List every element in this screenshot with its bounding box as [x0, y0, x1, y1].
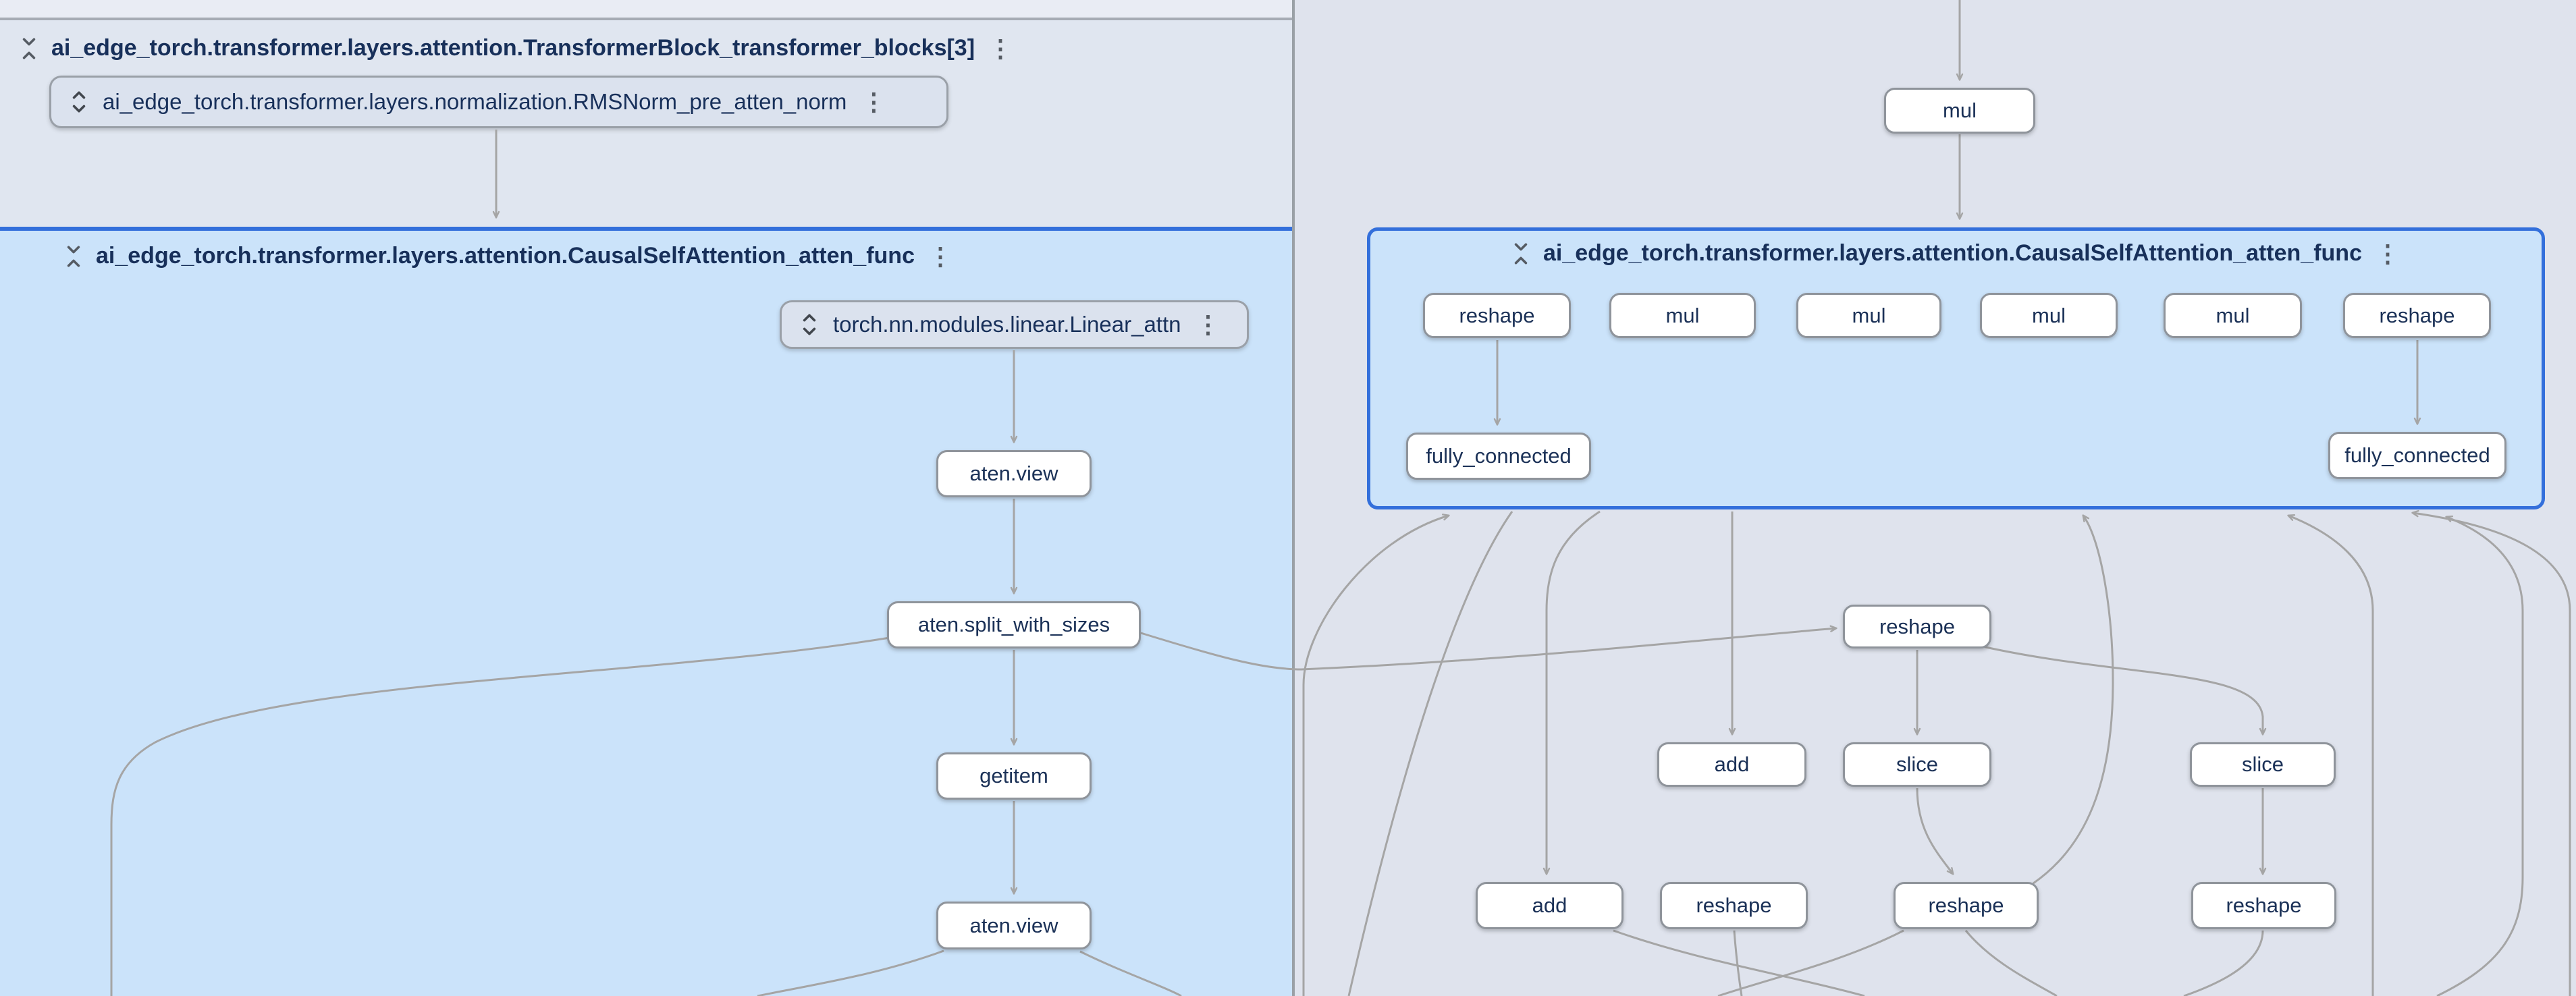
- group-border-divider: [1292, 0, 1295, 996]
- right-attention-panel-header[interactable]: ai_edge_torch.transformer.layers.attenti…: [1370, 240, 2542, 267]
- right-attention-panel-title: ai_edge_torch.transformer.layers.attenti…: [1543, 240, 2362, 266]
- op-node-add[interactable]: add: [1657, 742, 1806, 787]
- op-node-aten-view[interactable]: aten.view: [936, 902, 1092, 949]
- op-node-mul[interactable]: mul: [1609, 293, 1756, 338]
- op-node-add[interactable]: add: [1476, 882, 1624, 929]
- op-node-aten-view[interactable]: aten.view: [936, 450, 1092, 497]
- op-node-slice[interactable]: slice: [1843, 742, 1991, 787]
- more-vert-icon[interactable]: ⋮: [1196, 310, 1220, 338]
- op-node-fully-connected[interactable]: fully_connected: [2328, 432, 2506, 479]
- op-node-mul[interactable]: mul: [1796, 293, 1941, 338]
- unfold-more-icon[interactable]: [798, 312, 821, 337]
- op-node-mul[interactable]: mul: [1980, 293, 2118, 338]
- op-node-reshape[interactable]: reshape: [1894, 882, 2039, 929]
- unfold-more-icon[interactable]: [68, 90, 90, 114]
- more-vert-icon[interactable]: ⋮: [2375, 239, 2400, 267]
- more-vert-icon[interactable]: ⋮: [988, 34, 1013, 62]
- transformer-block-title: ai_edge_torch.transformer.layers.attenti…: [51, 35, 975, 61]
- op-node-slice[interactable]: slice: [2190, 742, 2336, 787]
- op-node-fully-connected[interactable]: fully_connected: [1406, 433, 1591, 480]
- op-node-mul[interactable]: mul: [1884, 88, 2035, 134]
- op-node-getitem[interactable]: getitem: [936, 752, 1092, 800]
- op-node-reshape[interactable]: reshape: [2343, 293, 2491, 338]
- left-attention-panel-title: ai_edge_torch.transformer.layers.attenti…: [96, 243, 915, 269]
- op-node-reshape[interactable]: reshape: [1660, 882, 1808, 929]
- layer-node-rmsnorm[interactable]: ai_edge_torch.transformer.layers.normali…: [49, 76, 948, 128]
- more-vert-icon[interactable]: ⋮: [861, 88, 886, 115]
- unfold-less-icon[interactable]: [18, 36, 41, 61]
- op-node-mul[interactable]: mul: [2164, 293, 2302, 338]
- layer-node-label: torch.nn.modules.linear.Linear_attn: [833, 312, 1181, 337]
- more-vert-icon[interactable]: ⋮: [928, 242, 952, 270]
- op-node-reshape[interactable]: reshape: [2191, 882, 2336, 929]
- transformer-block-header[interactable]: ai_edge_torch.transformer.layers.attenti…: [18, 35, 1015, 61]
- op-node-aten-split-with-sizes[interactable]: aten.split_with_sizes: [887, 601, 1141, 648]
- unfold-less-icon[interactable]: [62, 244, 85, 269]
- unfold-less-icon[interactable]: [1509, 242, 1532, 266]
- op-node-reshape[interactable]: reshape: [1423, 293, 1571, 338]
- layer-node-linear-attn[interactable]: torch.nn.modules.linear.Linear_attn ⋮: [780, 300, 1249, 349]
- layer-node-label: ai_edge_torch.transformer.layers.normali…: [103, 89, 847, 114]
- left-attention-panel-header[interactable]: ai_edge_torch.transformer.layers.attenti…: [62, 243, 955, 269]
- op-node-reshape[interactable]: reshape: [1843, 605, 1991, 648]
